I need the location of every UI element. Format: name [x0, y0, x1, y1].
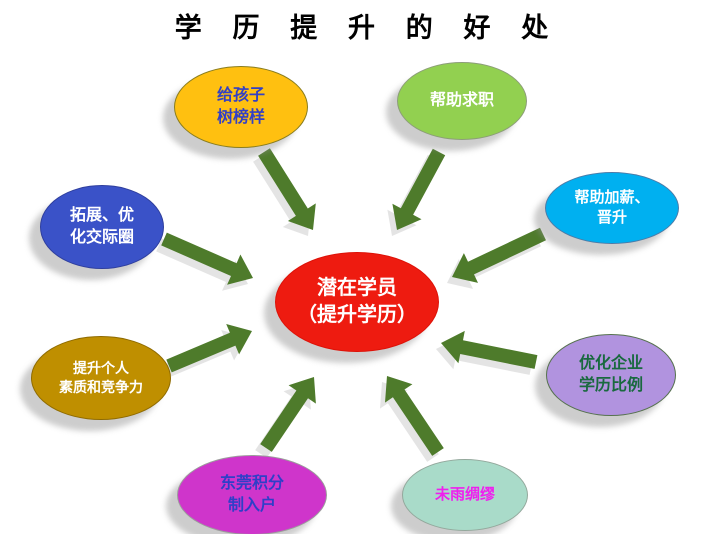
- node-label-line: 制入户: [227, 497, 276, 514]
- arrow-from-raise-promotion: [452, 227, 546, 283]
- node-improve-quality-competitiveness: 提升个人素质和竞争力: [31, 336, 171, 420]
- arrow-from-set-example: [258, 148, 316, 230]
- node-label-line: 素质和竞争力: [59, 379, 143, 395]
- node-center-potential-students: 潜在学员 （提升学历）: [275, 252, 439, 352]
- node-label-line: 学历比例: [578, 377, 643, 394]
- node-label-line: 潜在学员: [317, 277, 397, 299]
- node-label-line: （提升学历）: [297, 304, 417, 326]
- node-label-line: 拓展、优: [69, 207, 134, 225]
- arrow-from-dongguan: [260, 377, 316, 452]
- node-label-line: 帮助求职: [429, 92, 494, 110]
- node-label-line: 未雨绸缪: [434, 485, 495, 503]
- node-help-job-hunting: 帮助求职: [397, 62, 527, 140]
- node-label-line: 优化企业: [578, 355, 643, 373]
- arrow-from-quality: [166, 324, 252, 373]
- node-expand-social-circle: 拓展、优化交际圈: [40, 185, 164, 269]
- arrow-from-social-circle: [161, 232, 253, 285]
- node-set-example-for-children: 给孩子树榜样: [174, 66, 308, 148]
- node-label-line: 给孩子: [216, 87, 265, 105]
- arrow-from-help-job: [392, 148, 446, 230]
- node-label-line: 树榜样: [216, 109, 265, 126]
- node-help-raise-promotion: 帮助加薪、晋升: [545, 172, 679, 244]
- node-label-line: 晋升: [596, 209, 627, 226]
- node-label-line: 提升个人: [73, 360, 129, 377]
- node-prepare-in-advance: 未雨绸缪: [402, 459, 528, 531]
- node-label-line: 化交际圈: [69, 229, 134, 246]
- node-label-line: 帮助加薪、: [574, 188, 650, 206]
- arrow-from-education-ratio: [441, 330, 538, 369]
- arrow-from-prepare: [385, 376, 444, 456]
- node-optimize-company-education-ratio: 优化企业学历比例: [546, 334, 676, 416]
- page-title: 学 历 提 升 的 好 处: [174, 13, 561, 43]
- node-label-line: 东莞积分: [219, 475, 284, 493]
- node-dongguan-points-household: 东莞积分制入户: [177, 455, 327, 534]
